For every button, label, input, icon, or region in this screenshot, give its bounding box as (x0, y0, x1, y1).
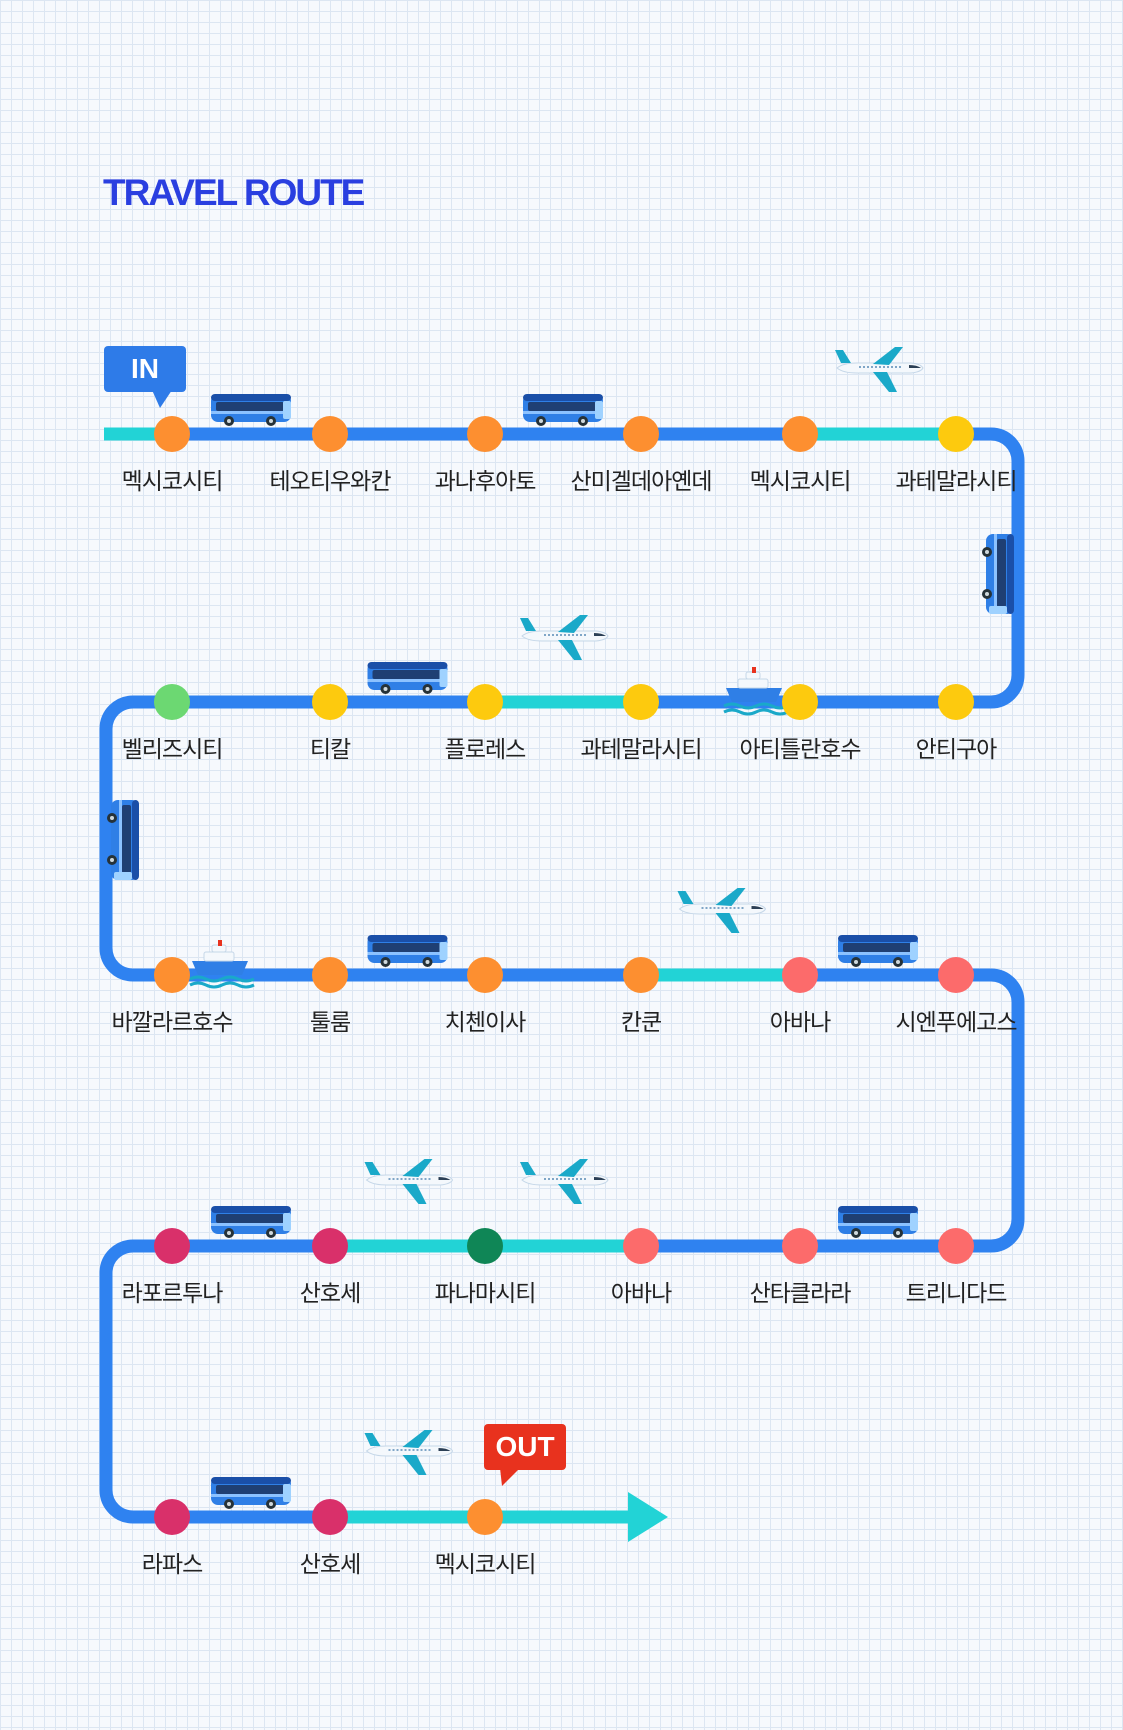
stop-label: 아바나 (611, 1281, 672, 1307)
stop-dot (154, 416, 190, 452)
stop-label: 과테말라시티 (581, 737, 702, 763)
stop-dot (312, 416, 348, 452)
stop-label: 라파스 (142, 1552, 202, 1578)
bus-icon (367, 662, 448, 694)
stop-label: 라포르투나 (122, 1281, 224, 1307)
stop-dots (154, 416, 974, 1535)
stop-dot (782, 416, 818, 452)
stop-dot (782, 684, 818, 720)
airplane-icon (363, 1429, 454, 1476)
stop-label: 티칼 (310, 737, 351, 763)
stop-dot (154, 1499, 190, 1535)
bus-icon (211, 1206, 291, 1238)
stop-dot (312, 1228, 348, 1264)
stop-dot (467, 684, 503, 720)
bus-icon (107, 800, 139, 880)
airplane-icon (834, 346, 924, 393)
stop-label: 아바나 (770, 1010, 831, 1036)
stop-label: 산호세 (300, 1552, 360, 1578)
airplane-icon (519, 614, 609, 661)
stop-label: 멕시코시티 (122, 469, 223, 495)
stop-label: 안티구아 (916, 737, 997, 763)
stop-dot (154, 1228, 190, 1264)
bus-icon (367, 935, 448, 967)
stop-label: 과나후아토 (435, 469, 536, 495)
route-path (99, 427, 1025, 1524)
stop-label: 멕시코시티 (435, 1552, 536, 1578)
stop-dot (312, 1499, 348, 1535)
airplane-icon (676, 887, 767, 934)
flight-segments (330, 427, 956, 1524)
in-tag-label: IN (131, 353, 159, 384)
stop-label: 과테말라시티 (896, 469, 1017, 495)
stop-label: 시엔푸에고스 (896, 1010, 1017, 1036)
stop-dot (623, 1228, 659, 1264)
bus-icon (523, 394, 603, 426)
in-tag: IN (104, 346, 186, 408)
bus-icon (211, 1477, 291, 1509)
stop-dot (623, 684, 659, 720)
stop-label: 플로레스 (445, 737, 526, 763)
bus-icon (982, 534, 1014, 614)
stop-label: 툴룸 (310, 1010, 350, 1036)
stop-dot (782, 957, 818, 993)
airplane-icon (363, 1158, 454, 1205)
stop-dot (467, 1499, 503, 1535)
stop-dot (938, 957, 974, 993)
stop-dot (154, 684, 190, 720)
stop-dot (467, 1228, 503, 1264)
stop-label: 바깔라르호수 (112, 1010, 233, 1036)
stop-label: 산호세 (300, 1281, 360, 1307)
route-end-arrow (628, 1492, 668, 1542)
stop-label: 파나마시티 (435, 1281, 536, 1307)
airplane-icon (519, 1158, 609, 1205)
stop-label: 산타클라라 (750, 1281, 852, 1307)
stop-label: 산미겔데아옌데 (570, 469, 711, 495)
stop-dot (938, 1228, 974, 1264)
stop-dot (623, 957, 659, 993)
stop-dot (467, 416, 503, 452)
stop-dot (312, 684, 348, 720)
stop-label: 칸쿤 (621, 1010, 661, 1036)
stop-label: 벨리즈시티 (122, 737, 223, 763)
out-tag: OUT (484, 1424, 566, 1486)
stop-label: 아티틀란호수 (740, 737, 861, 763)
stop-dot (312, 957, 348, 993)
stop-dot (938, 684, 974, 720)
bus-icon (211, 394, 291, 426)
stop-label: 테오티우와칸 (270, 469, 392, 495)
stop-dot (782, 1228, 818, 1264)
stop-label: 치첸이사 (445, 1010, 526, 1036)
stop-dot (938, 416, 974, 452)
stop-label: 트리니다드 (906, 1281, 1007, 1307)
bus-icon (838, 935, 918, 967)
stop-dot (623, 416, 659, 452)
stop-label: 멕시코시티 (750, 469, 851, 495)
stop-dot (467, 957, 503, 993)
bus-icon (838, 1206, 918, 1238)
out-tag-label: OUT (495, 1431, 554, 1462)
transport-icons (107, 346, 1014, 1509)
stop-dot (154, 957, 190, 993)
page-title: TRAVEL ROUTE (103, 172, 365, 213)
